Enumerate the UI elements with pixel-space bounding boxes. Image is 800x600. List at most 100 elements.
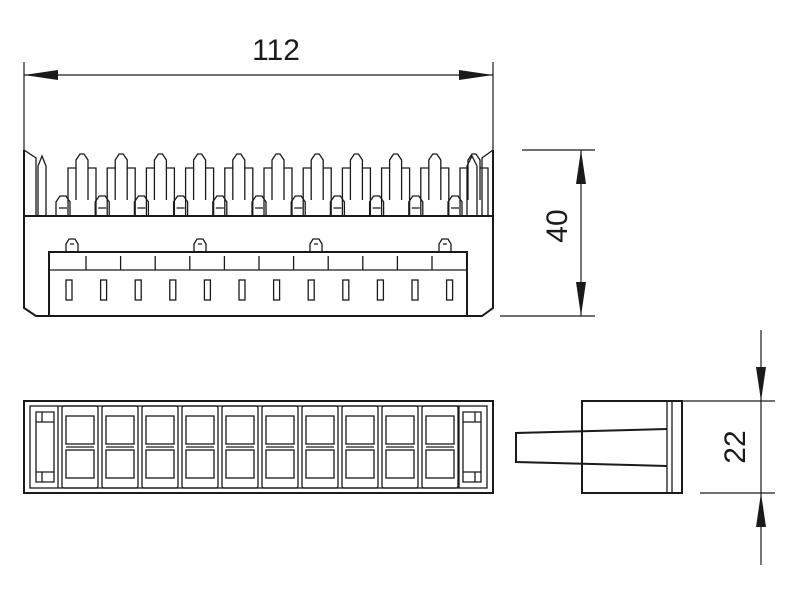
length-arrow-left (24, 70, 58, 80)
front-terminal-clip (172, 195, 189, 216)
top-cell-window-lower (385, 449, 415, 479)
side-pin-profile (515, 428, 668, 467)
front-pin-shank (232, 168, 246, 200)
top-cell-window-upper (225, 415, 255, 445)
front-pin (302, 153, 332, 216)
front-pin-shank (388, 168, 403, 200)
height-value: 40 (541, 209, 574, 242)
front-latch (438, 238, 452, 252)
top-cell-window-lower (225, 449, 255, 479)
top-cell-window-lower (265, 449, 295, 479)
front-pin-end-right (466, 154, 478, 216)
front-pin (341, 153, 372, 216)
front-pin (420, 153, 450, 216)
front-slot (342, 279, 350, 301)
top-cell-window-lower (105, 449, 135, 479)
top-cell-window-lower (185, 449, 215, 479)
top-cell-window-upper (425, 415, 455, 445)
front-view (23, 149, 494, 317)
top-inner-frame (29, 405, 488, 489)
front-pin (67, 153, 97, 216)
front-slot (203, 279, 212, 301)
top-cell-window-upper (345, 415, 375, 445)
top-cells (61, 405, 459, 489)
top-end-block-left (35, 411, 55, 483)
height-arrow-top (576, 150, 586, 184)
front-slot (65, 279, 73, 301)
front-pin (263, 153, 293, 216)
top-cell (141, 405, 179, 489)
depth-arrow-bottom (756, 493, 766, 527)
front-terminal-clip (329, 195, 346, 216)
top-cell (221, 405, 259, 489)
top-cell-window-lower (145, 449, 175, 479)
front-terminal-clip (212, 195, 228, 216)
front-pin-shank (192, 168, 207, 200)
length-dimension: 112 (23, 34, 494, 150)
top-cell-window-upper (385, 415, 415, 445)
height-dimension: 40 (500, 149, 595, 317)
top-cell (61, 405, 99, 489)
front-terminal-clip (290, 195, 306, 216)
front-slot (307, 279, 315, 301)
length-value: 112 (252, 34, 300, 67)
top-cell (181, 405, 219, 489)
front-terminal-clip (368, 195, 385, 216)
front-lower-housing (48, 251, 468, 317)
front-terminal-clip (55, 195, 71, 216)
top-cell (421, 405, 459, 489)
front-pin-shank (271, 168, 285, 200)
front-slot (134, 279, 142, 301)
front-slot (169, 279, 177, 301)
front-slot (272, 279, 281, 301)
front-pin (380, 153, 411, 216)
front-latch (309, 238, 323, 252)
front-slot (445, 279, 454, 301)
height-arrow-bottom (576, 282, 586, 316)
front-latch (65, 238, 79, 252)
depth-dimension: 22 (660, 330, 775, 565)
top-cell (301, 405, 339, 489)
front-latches (65, 238, 452, 252)
front-pin-shank (310, 168, 324, 200)
top-cell-window-lower (425, 449, 455, 479)
front-terminal-clip (133, 195, 150, 216)
front-latch (193, 238, 207, 252)
front-body-outline (23, 150, 494, 317)
depth-value: 22 (719, 430, 752, 463)
front-slot (376, 279, 385, 301)
front-pin (224, 153, 254, 216)
front-terminal-clip (251, 195, 267, 216)
front-terminal-clip (408, 195, 424, 216)
top-cell (101, 405, 139, 489)
front-pin-shank (114, 168, 128, 200)
top-cell-window-lower (345, 449, 375, 479)
top-cell-window-upper (105, 415, 135, 445)
front-slot (238, 279, 246, 301)
front-pin-shank (153, 168, 168, 200)
front-slot (411, 279, 419, 301)
length-arrow-right (459, 70, 493, 80)
front-pin (106, 153, 136, 216)
top-cell-window-upper (145, 415, 175, 445)
top-end-block-right (462, 411, 482, 483)
front-pin (184, 153, 215, 216)
top-cell-window-lower (305, 449, 335, 479)
front-end-wall-right (481, 149, 494, 216)
top-cell (381, 405, 419, 489)
front-end-wall-left (23, 149, 37, 216)
top-cell (341, 405, 379, 489)
top-view (23, 400, 494, 494)
front-pins (37, 153, 489, 216)
front-slot (99, 279, 108, 301)
front-terminal-clip (94, 195, 110, 216)
front-pin-shank (75, 168, 89, 200)
top-cell-window-upper (65, 415, 95, 445)
top-cell (261, 405, 299, 489)
front-pin-shank (467, 168, 481, 200)
top-cell-window-upper (305, 415, 335, 445)
front-notches (85, 256, 468, 270)
side-body-outline (581, 400, 683, 494)
front-pin-shank (428, 168, 442, 200)
